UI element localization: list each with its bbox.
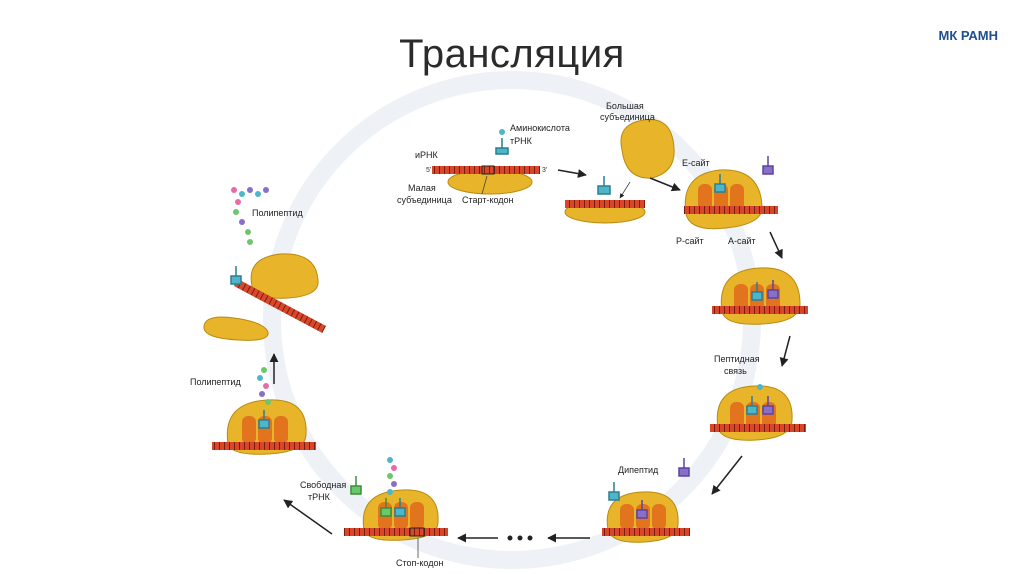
mrna-strand-4 <box>712 306 808 314</box>
arrow-5 <box>711 455 743 495</box>
mrna-released <box>233 278 327 334</box>
large-subunit-free <box>620 119 675 179</box>
step-assembled-ribosome: Е-сайт Р-сайт А-сайт <box>676 156 778 246</box>
label-dipeptide: Дипептид <box>618 465 659 475</box>
arrow-4 <box>779 335 791 367</box>
label-5prime: 5' <box>426 167 431 174</box>
site-e-8 <box>242 416 256 444</box>
trna-incoming <box>762 156 774 175</box>
label-peptide-bond-1: Пептидная <box>714 354 760 364</box>
arrow-3 <box>769 231 783 259</box>
label-peptide-bond-2: связь <box>724 366 747 376</box>
trna-p-5 <box>746 396 758 415</box>
label-polypeptide-bottom: Полипептид <box>190 377 241 387</box>
step-dissociation <box>203 253 327 341</box>
step-a-site-filled <box>712 267 808 325</box>
label-large-subunit-2: субъединица <box>600 112 655 122</box>
trna-p-8 <box>258 410 270 429</box>
site-e-5 <box>730 402 744 428</box>
mrna-strand-8 <box>212 442 316 450</box>
label-start-codon: Старт-кодон <box>462 195 514 205</box>
mrna-strand-6 <box>602 528 690 536</box>
arrow-2 <box>649 177 681 192</box>
site-e-4 <box>734 284 748 312</box>
mrna-strand <box>432 166 540 174</box>
trna-a-7 <box>394 498 406 517</box>
site-a-8 <box>274 416 288 444</box>
trna-step2 <box>597 176 611 195</box>
site-e-6 <box>620 504 634 530</box>
brand-logo-text: МК РАМН <box>938 28 998 43</box>
mrna-strand-5 <box>710 424 806 432</box>
site-a-7 <box>410 502 424 530</box>
trna-released <box>230 266 242 285</box>
trna-incoming-6 <box>678 458 690 477</box>
trna-a-5 <box>762 396 774 415</box>
label-free-trna-2: тРНК <box>308 492 331 502</box>
label-polypeptide-top: Полипептид <box>252 208 303 218</box>
arrow-8 <box>283 499 333 535</box>
trna-initiator <box>495 129 509 155</box>
released-polypeptide: Полипептид <box>231 187 303 245</box>
trna-p-6 <box>636 500 648 519</box>
small-subunit-released <box>203 316 269 341</box>
step-initiation: Аминокислота тРНК иРНК 5' 3' Малая субъе… <box>397 123 570 205</box>
step-polypeptide-release: Полипептид <box>190 367 316 455</box>
label-large-subunit-1: Большая <box>606 101 644 111</box>
amino-acid-5 <box>757 384 763 390</box>
step-stop-codon: Стоп-кодон Свободная тРНК <box>300 457 448 568</box>
mrna-strand-7 <box>344 528 448 536</box>
polypeptide-chain-7 <box>387 457 397 495</box>
label-p-site: Р-сайт <box>676 236 704 246</box>
site-a-6 <box>652 504 666 530</box>
trna-free <box>350 476 362 495</box>
page-title: Трансляция <box>399 32 625 76</box>
mrna-strand-2 <box>565 200 645 208</box>
ellipsis-dots <box>507 535 533 541</box>
trna-leaving-6 <box>608 482 620 501</box>
trna-a-4 <box>767 280 779 299</box>
label-mrna: иРНК <box>415 150 439 160</box>
trna-p-4 <box>751 282 763 301</box>
label-stop-codon: Стоп-кодон <box>396 558 443 568</box>
label-small-subunit-1: Малая <box>408 183 436 193</box>
label-amino-acid: Аминокислота <box>510 123 570 133</box>
label-3prime: 3' <box>542 167 547 174</box>
step-subunit-joining: Большая субъединица <box>564 101 675 224</box>
arrow-1 <box>557 169 587 179</box>
trna-p-7 <box>380 498 392 517</box>
label-free-trna-1: Свободная <box>300 480 346 490</box>
stop-codon-box <box>409 527 425 537</box>
step-peptide-bond: Пептидная связь <box>710 354 806 441</box>
trna-psite <box>714 174 726 193</box>
step-dipeptide: Дипептид <box>602 458 690 543</box>
label-trna: тРНК <box>510 136 533 146</box>
polypeptide-chain-8 <box>257 367 271 405</box>
label-small-subunit-2: субъединица <box>397 195 452 205</box>
mrna-strand-3 <box>684 206 778 214</box>
start-codon-box <box>481 165 495 175</box>
label-e-site: Е-сайт <box>682 158 710 168</box>
label-a-site: А-сайт <box>728 236 756 246</box>
